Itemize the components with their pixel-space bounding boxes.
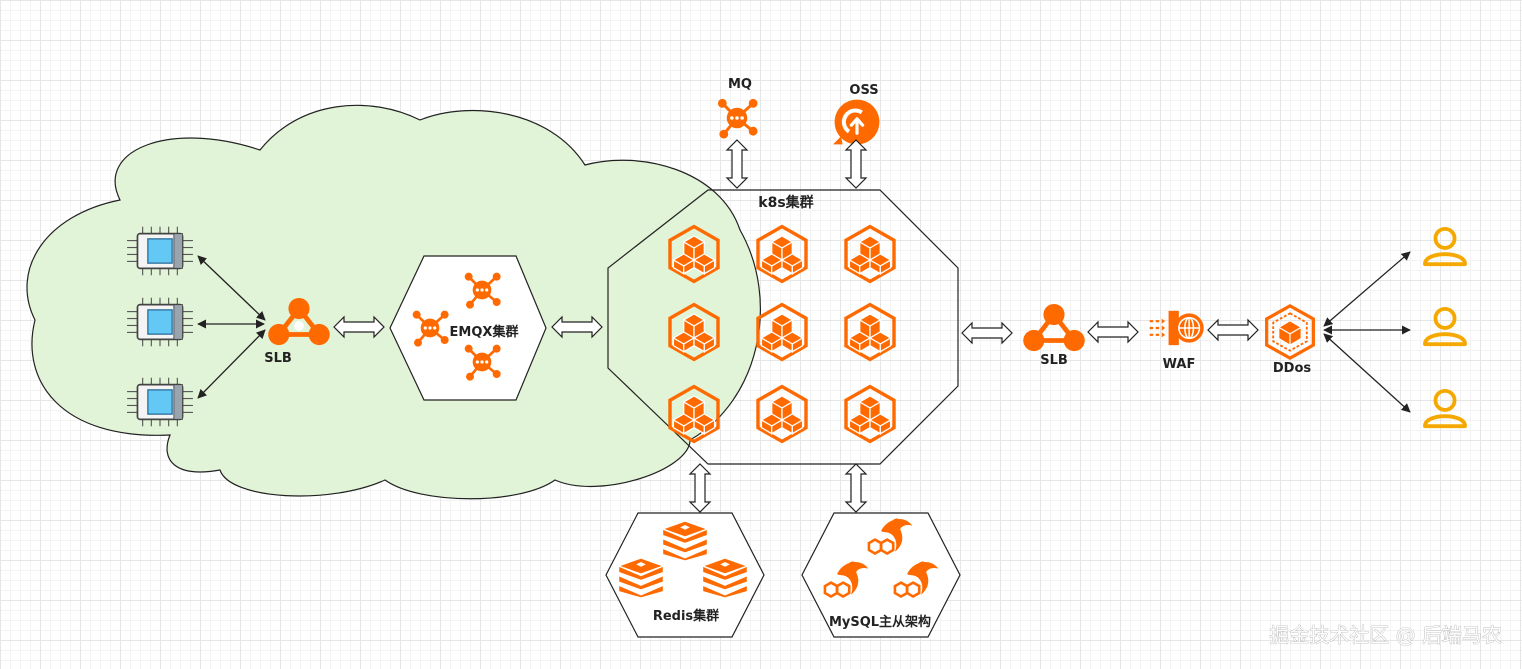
- slb-left-label: SLB: [264, 351, 292, 366]
- user-icon: [1422, 388, 1468, 429]
- redis-cluster-boundary: [605, 512, 765, 638]
- user-link-arrow: [1323, 251, 1411, 327]
- waf-ddos-double-arrow: [1207, 318, 1259, 342]
- slb-emqx-double-arrow: [333, 315, 385, 339]
- k8s-slb-double-arrow: [961, 321, 1013, 345]
- mq-label: MQ: [728, 77, 752, 92]
- k8s-cluster-boundary: [607, 189, 959, 465]
- ddos-label: DDos: [1273, 361, 1312, 376]
- mq-k8s-double-arrow: [725, 139, 749, 189]
- oss-k8s-double-arrow: [844, 139, 868, 189]
- k8s-redis-double-arrow: [688, 463, 712, 513]
- emqx-cluster-boundary: [389, 255, 547, 401]
- k8s-container-cube-icon: [844, 224, 896, 284]
- k8s-container-cube-icon: [844, 384, 896, 444]
- mq-message-queue-icon: [716, 97, 760, 140]
- k8s-container-cube-icon: [756, 302, 808, 362]
- k8s-cluster-label: k8s集群: [758, 194, 813, 211]
- k8s-container-cube-icon: [844, 302, 896, 362]
- slb-right-load-balancer-icon: [1023, 304, 1085, 351]
- k8s-mysql-double-arrow: [844, 463, 868, 513]
- slb-right-label: SLB: [1040, 353, 1068, 368]
- user-icon: [1422, 306, 1468, 347]
- waf-label: WAF: [1163, 357, 1196, 372]
- device-link-arrow: [197, 329, 266, 399]
- k8s-container-cube-icon: [756, 384, 808, 444]
- waf-firewall-icon: [1148, 309, 1205, 347]
- emqx-k8s-double-arrow: [551, 315, 603, 339]
- redis-cluster-label: Redis集群: [653, 608, 719, 624]
- k8s-nodes: [668, 224, 896, 444]
- emqx-cluster-label: EMQX集群: [450, 324, 519, 340]
- k8s-container-cube-icon: [756, 224, 808, 284]
- user-icon: [1422, 226, 1468, 267]
- mysql-cluster-label: MySQL主从架构: [829, 614, 931, 630]
- watermark-text: 掘金技术社区 @ 后端马农: [1269, 623, 1502, 647]
- device-link-arrow: [197, 255, 266, 321]
- oss-label: OSS: [849, 83, 878, 98]
- cloud-network-region: [26, 104, 761, 500]
- slb-waf-double-arrow: [1087, 320, 1139, 344]
- ddos-shield-icon: [1265, 304, 1315, 360]
- mysql-cluster-boundary: [801, 512, 961, 638]
- oss-object-storage-icon: [833, 100, 879, 145]
- user-link-arrow: [1323, 333, 1411, 413]
